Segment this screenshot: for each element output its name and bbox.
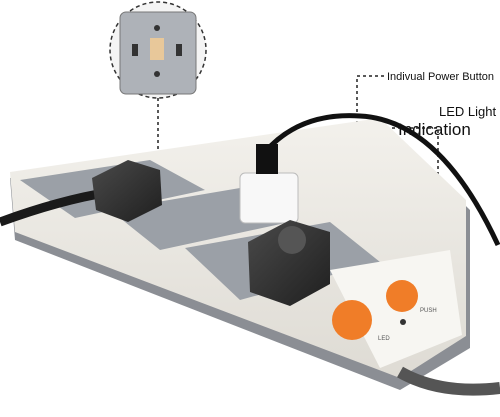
socket-zoom-inset	[109, 1, 207, 99]
power-cord-right	[397, 366, 500, 396]
led-label: LED	[378, 336, 390, 342]
black-plug	[92, 160, 162, 222]
power-strip-body	[10, 118, 470, 390]
annotation-led-light: LED Light	[439, 104, 497, 119]
white-usb-adapter	[239, 172, 299, 224]
push-label: PUSH	[420, 308, 437, 314]
master-switch-button	[332, 300, 372, 340]
annotation-indication: Indication	[398, 120, 471, 139]
individual-power-button	[386, 280, 418, 312]
annotation-power-button: Indivual Power Button	[387, 71, 495, 83]
led-indicator	[400, 319, 406, 325]
travel-adapter	[248, 220, 330, 306]
usb-cable	[263, 113, 500, 247]
usb-connector	[256, 144, 278, 174]
